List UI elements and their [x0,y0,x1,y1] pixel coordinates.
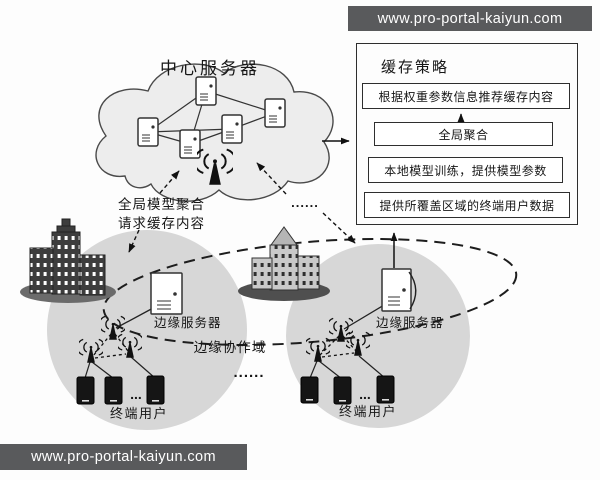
terminal-users-label: 终端用户 [339,404,397,419]
arrow-upload-to-cloud [159,170,180,194]
cloud-title: 中心服务器 [160,59,260,78]
antenna-dashed-links [319,335,357,358]
panel-box-global-aggregation: 全局聚合 [374,122,553,146]
edge-server-icon [381,268,417,312]
watermark-bottom: www.pro-portal-kaiyun.com [0,444,247,470]
more-phones-ellipsis: ... [130,386,142,402]
arrow-upload-to-cloud-right [256,162,287,195]
phone-icons [300,375,395,405]
server-icon [221,114,243,144]
panel-box-user-data: 提供所覆盖区域的终端用户数据 [364,192,570,218]
right-buildings-icon [238,226,330,301]
edge-server-label: 边缘服务器 [154,315,222,330]
upload-label: 全局模型聚合 [118,196,205,212]
right-edge-region: 边缘服务器 ... 终端用户 [300,268,444,419]
panel-box-recommend: 根据权重参数信息推荐缓存内容 [362,83,570,109]
cloud-right-exchange: ...... [256,162,356,244]
more-domains-ellipsis: ...... [291,195,319,210]
download-label: 请求缓存内容 [118,215,205,231]
more-phones-ellipsis: ... [359,386,371,402]
panel-box-local-training: 本地模型训练，提供模型参数 [368,157,563,183]
central-cloud: 中心服务器 [95,59,334,202]
panel-title: 缓存策略 [381,59,450,76]
antenna-phone-links [84,356,156,379]
server-icon [137,117,159,147]
collaboration-domain-label: 边缘协作域 [194,340,267,355]
edgeserver-antenna-link [343,304,385,330]
watermark-top: www.pro-portal-kaiyun.com [348,6,592,31]
edge-collaboration-ellipse [102,238,518,346]
terminal-users-label: 终端用户 [110,406,168,421]
cloud-left-exchange: 全局模型聚合 请求缓存内容 [118,170,205,253]
antenna-phone-links [309,355,386,380]
edge-server-label: 边缘服务器 [376,315,444,330]
left-edge-region: 边缘服务器 ... 终端用户 [76,272,222,421]
edgeserver-antenna-link [115,306,156,329]
left-buildings-icon [20,218,116,303]
server-icon [195,76,217,106]
antenna-dashed-links [92,333,129,359]
arrow-download-to-edge-right [322,212,356,244]
more-regions-ellipsis: ...... [233,364,264,381]
right-coverage-circle [286,244,470,428]
phone-icons [76,375,165,405]
server-icon [264,98,286,128]
edge-server-icon [150,272,183,315]
cache-strategy-panel: 缓存策略 根据权重参数信息推荐缓存内容 全局聚合 本地模型训练，提供模型参数 提… [356,43,578,225]
